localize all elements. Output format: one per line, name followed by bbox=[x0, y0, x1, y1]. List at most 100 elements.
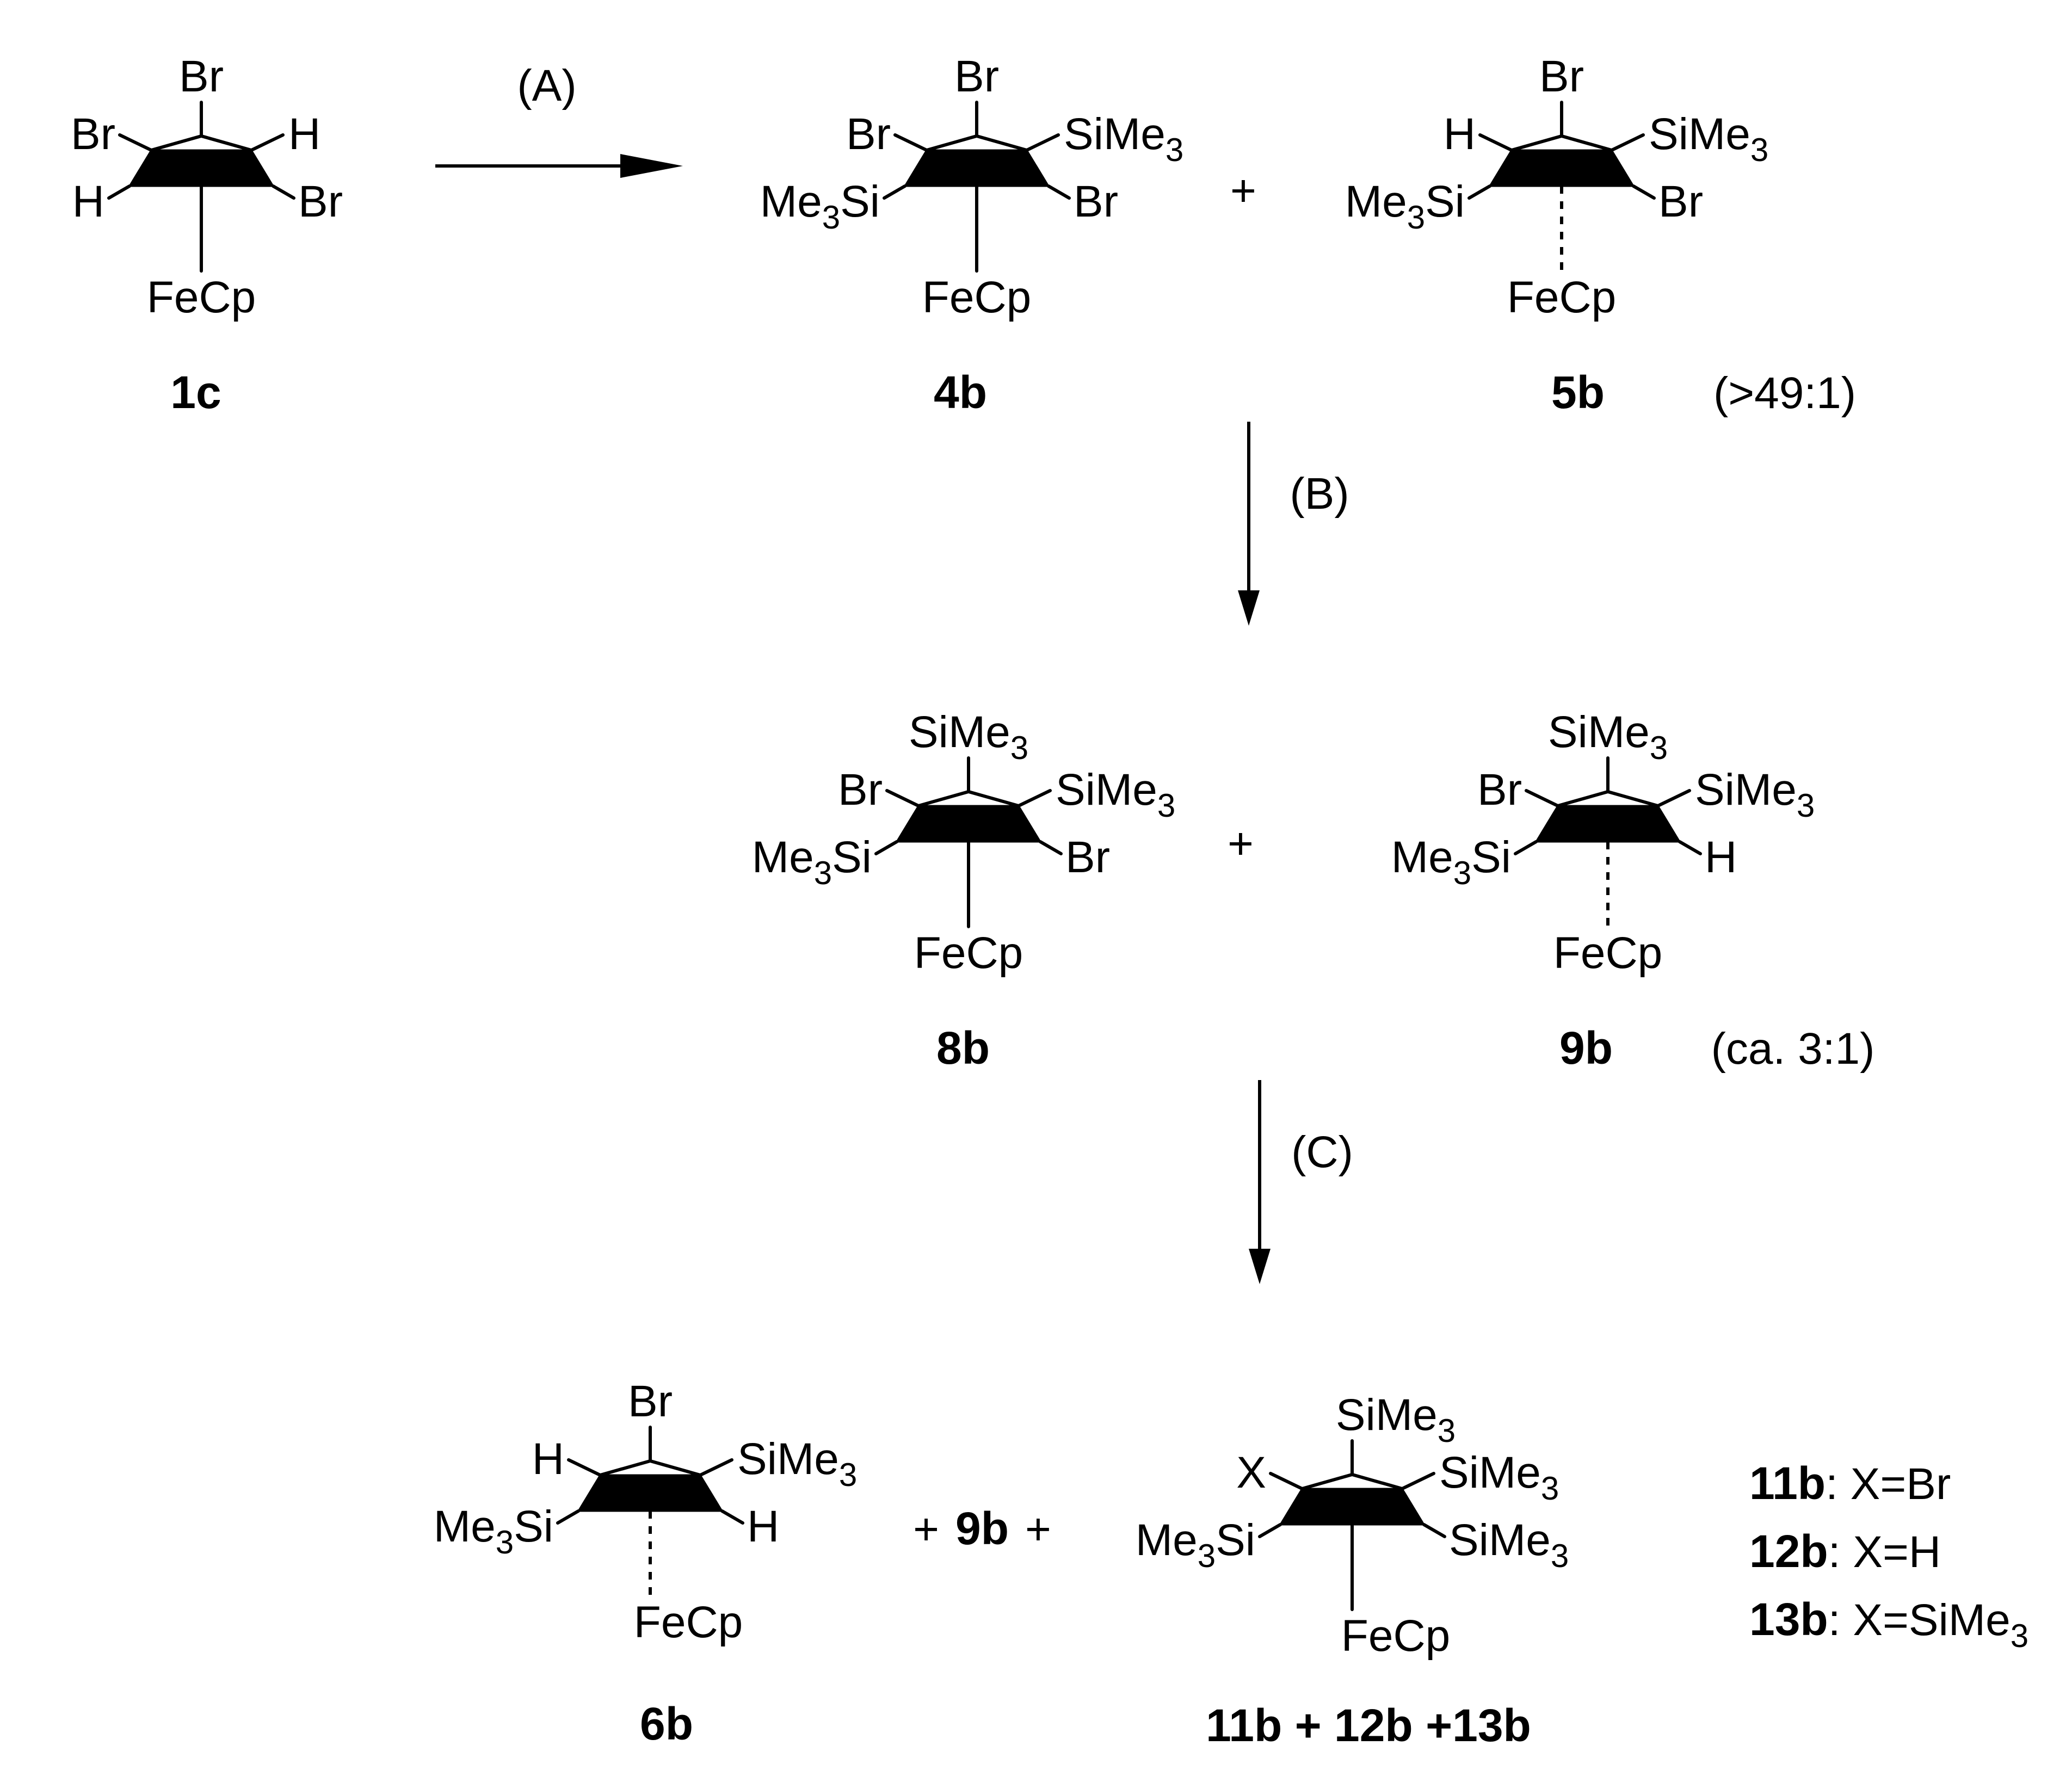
metal-fragment: FeCp bbox=[922, 273, 1032, 322]
atom-top: SiMe3 bbox=[909, 707, 1028, 766]
bond-lower-left bbox=[1258, 1523, 1282, 1538]
atom-top: Br bbox=[1539, 52, 1584, 101]
compound-5b: Br H SiMe3 Me3Si Br FeCp 5b (>49:1) bbox=[1345, 52, 1856, 418]
plus-sign: + bbox=[1230, 166, 1256, 215]
bond-left bbox=[893, 133, 928, 152]
metal-fragment: FeCp bbox=[634, 1598, 743, 1647]
compound-label: 5b bbox=[1551, 367, 1605, 418]
arrow-head bbox=[1249, 1249, 1271, 1284]
arrow-C: (C) bbox=[1249, 1080, 1353, 1284]
ring-back-edges bbox=[1511, 134, 1612, 152]
legend-row-13b: 13b: X=SiMe3 bbox=[1749, 1594, 2028, 1654]
atom-lower-left: H bbox=[72, 177, 104, 226]
bond-right bbox=[1401, 1472, 1435, 1490]
ring-aromatic-circle bbox=[1303, 1493, 1402, 1522]
ring-back-edges bbox=[1557, 790, 1658, 807]
metal-fragment: FeCp bbox=[147, 273, 256, 322]
metal-fragment: FeCp bbox=[914, 928, 1023, 978]
compound-label: 9b bbox=[1559, 1022, 1613, 1074]
atom-left: H bbox=[532, 1434, 564, 1484]
bond-lower-left bbox=[556, 1509, 580, 1525]
compound-1c: Br Br H H Br FeCp 1c bbox=[71, 52, 343, 418]
legend-row-12b: 12b: X=H bbox=[1749, 1526, 1941, 1577]
atom-lower-right: Br bbox=[298, 177, 343, 226]
atom-top: SiMe3 bbox=[1548, 707, 1668, 766]
bond-lower-right bbox=[1422, 1523, 1446, 1538]
ring-aromatic-circle bbox=[919, 810, 1018, 839]
atom-top: Br bbox=[628, 1377, 673, 1426]
product-ratio: (ca. 3:1) bbox=[1711, 1024, 1875, 1074]
atom-top: Br bbox=[954, 52, 999, 101]
bond-lower-left bbox=[1467, 184, 1491, 200]
ring-back-edges bbox=[926, 134, 1027, 152]
atom-left: X bbox=[1236, 1448, 1266, 1497]
bond-right bbox=[1610, 133, 1645, 152]
compound-8b: SiMe3 Br SiMe3 Me3Si Br FeCp 8b bbox=[752, 707, 1175, 1074]
compound-11b-12b-13b: SiMe3 X SiMe3 Me3Si SiMe3 FeCp 11b + 12b… bbox=[1136, 1390, 1569, 1751]
bond-lower-left bbox=[1514, 840, 1538, 855]
atom-lower-left: Me3Si bbox=[1391, 832, 1511, 891]
compound-label: 1c bbox=[170, 367, 221, 418]
ring-back-edges bbox=[600, 1459, 701, 1477]
atom-left: Br bbox=[71, 109, 115, 159]
bond-left bbox=[1478, 133, 1513, 152]
ring-aromatic-circle bbox=[152, 154, 251, 183]
atom-lower-left: Me3Si bbox=[434, 1502, 553, 1561]
bond-lower-right bbox=[272, 184, 295, 200]
bond-right bbox=[250, 133, 285, 152]
bond-lower-left bbox=[874, 840, 898, 855]
bond-left bbox=[885, 789, 920, 807]
atom-top: Br bbox=[179, 52, 224, 101]
atom-right: SiMe3 bbox=[1439, 1448, 1559, 1507]
bond-left bbox=[118, 133, 153, 152]
arrow-head bbox=[620, 154, 683, 178]
bond-lower-left bbox=[883, 184, 906, 200]
bond-left bbox=[1269, 1472, 1304, 1490]
product-ratio: (>49:1) bbox=[1713, 368, 1856, 418]
arrow-A: (A) bbox=[435, 61, 683, 178]
atom-left: Br bbox=[846, 109, 891, 159]
atom-left: H bbox=[1444, 109, 1476, 159]
ring-aromatic-circle bbox=[601, 1479, 700, 1508]
bond-right bbox=[1025, 133, 1060, 152]
atom-right: SiMe3 bbox=[1064, 109, 1183, 168]
atom-lower-left: Me3Si bbox=[752, 832, 872, 891]
bond-right bbox=[1017, 789, 1052, 807]
atom-lower-left: Me3Si bbox=[760, 177, 880, 236]
arrow-B: (B) bbox=[1238, 422, 1349, 626]
ring-back-edges bbox=[1302, 1472, 1403, 1490]
bond-lower-right bbox=[720, 1509, 744, 1525]
arrow-head bbox=[1238, 590, 1260, 626]
ring-back-edges bbox=[151, 134, 252, 152]
metal-fragment: FeCp bbox=[1341, 1611, 1451, 1661]
bond-lower-right bbox=[1632, 184, 1656, 200]
atom-right: SiMe3 bbox=[1056, 765, 1175, 824]
bond-left bbox=[567, 1458, 602, 1477]
compound-label: 11b + 12b +13b bbox=[1206, 1700, 1531, 1751]
atom-top: SiMe3 bbox=[1336, 1390, 1456, 1449]
atom-lower-right: Br bbox=[1074, 177, 1118, 226]
bond-left bbox=[1525, 789, 1559, 807]
legend-row-11b: 11b: X=Br bbox=[1749, 1458, 1951, 1509]
arrow-label: (A) bbox=[517, 61, 576, 110]
compound-6b: Br H SiMe3 Me3Si H FeCp 6b bbox=[434, 1377, 857, 1749]
plus-9b-plus: +9b+ bbox=[913, 1503, 1051, 1554]
compound-4b: Br Br SiMe3 Me3Si Br FeCp 4b bbox=[760, 52, 1183, 418]
bond-lower-left bbox=[107, 184, 131, 200]
atom-right: SiMe3 bbox=[1695, 765, 1815, 824]
atom-left: Br bbox=[838, 765, 883, 815]
ring-aromatic-circle bbox=[1558, 810, 1657, 839]
atom-lower-right: SiMe3 bbox=[1449, 1515, 1569, 1574]
atom-lower-right: H bbox=[1705, 832, 1737, 882]
bond-lower-right bbox=[1678, 840, 1702, 855]
arrow-label: (B) bbox=[1290, 469, 1349, 519]
ring-back-edges bbox=[918, 790, 1019, 807]
arrow-label: (C) bbox=[1291, 1127, 1353, 1177]
bond-right bbox=[699, 1458, 733, 1477]
atom-right: SiMe3 bbox=[1649, 109, 1768, 168]
ring-aromatic-circle bbox=[1512, 154, 1611, 183]
atom-lower-right: Br bbox=[1065, 832, 1110, 882]
metal-fragment: FeCp bbox=[1553, 928, 1663, 978]
atom-lower-right: H bbox=[747, 1502, 779, 1551]
